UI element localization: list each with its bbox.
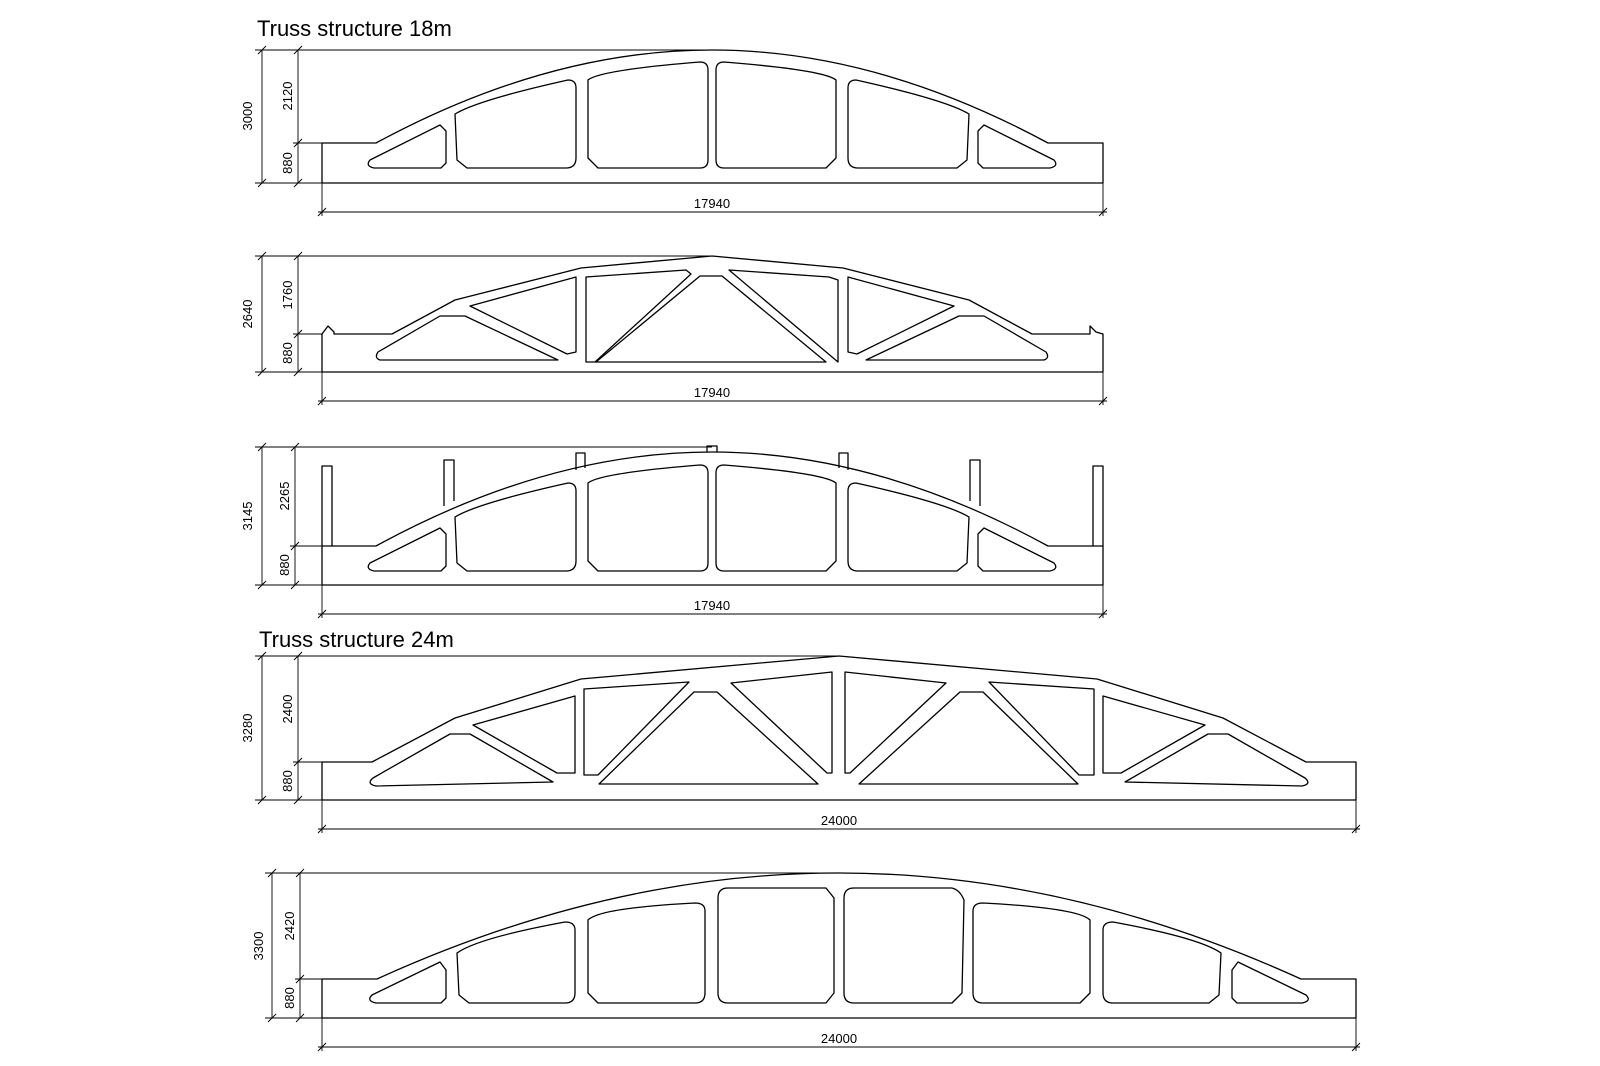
- title-truss-18m: Truss structure 18m: [257, 16, 452, 41]
- truss-3-dimensions: 3145 2265 880 17940: [240, 442, 1108, 619]
- truss-1-span: 17940: [694, 196, 730, 211]
- truss-4-span: 24000: [821, 813, 857, 828]
- truss-5-top-height: 2420: [282, 912, 297, 941]
- truss-2-span: 17940: [694, 385, 730, 400]
- truss-5-outline: [321, 872, 1357, 1019]
- truss-2-outline: [321, 255, 1104, 373]
- truss-4-bottom-height: 880: [280, 770, 295, 792]
- truss-3-total-height: 3145: [240, 502, 255, 531]
- truss-1-top-height: 2120: [280, 82, 295, 111]
- truss-5-bottom-height: 880: [282, 987, 297, 1009]
- truss-4-top-height: 2400: [280, 695, 295, 724]
- truss-4-dimensions: 3280 2400 880 24000: [240, 651, 1361, 834]
- truss-2-total-height: 2640: [240, 300, 255, 329]
- truss-2-18m-triangular: [321, 255, 1104, 373]
- truss-3-top-height: 2265: [277, 482, 292, 511]
- truss-3-bottom-height: 880: [277, 554, 292, 576]
- truss-1-total-height: 3000: [240, 102, 255, 131]
- truss-1-bottom-height: 880: [280, 152, 295, 174]
- truss-5-dimensions: 3300 2420 880 24000: [251, 868, 1361, 1052]
- truss-4-outline: [321, 655, 1357, 801]
- truss-2-top-height: 1760: [280, 281, 295, 310]
- truss-4-total-height: 3280: [240, 714, 255, 743]
- title-truss-24m: Truss structure 24m: [259, 627, 454, 652]
- truss-1-outline: [321, 49, 1104, 184]
- truss-2-bottom-height: 880: [280, 342, 295, 364]
- truss-4-24m-triangular: [321, 655, 1357, 801]
- truss-1-18m-arch: [321, 49, 1104, 184]
- truss-5-total-height: 3300: [251, 932, 266, 961]
- truss-1-dimensions: 3000 2120 880 17940: [240, 45, 1108, 217]
- truss-3-span: 17940: [694, 598, 730, 613]
- truss-2-dimensions: 2640 1760 880 17940: [240, 251, 1108, 406]
- truss-3-18m-arch-posts: [321, 445, 1104, 586]
- truss-3-outline: [321, 451, 1104, 586]
- truss-5-span: 24000: [821, 1031, 857, 1046]
- truss-5-24m-arch: [321, 872, 1357, 1019]
